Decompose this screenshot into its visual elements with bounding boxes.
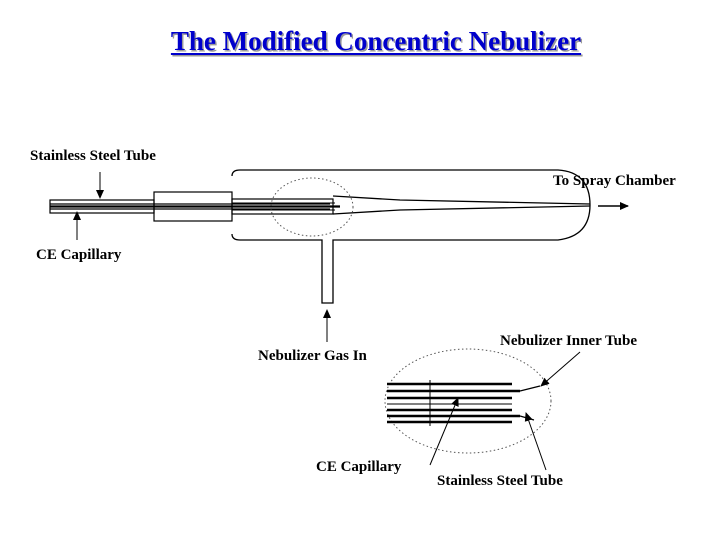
label-nebulizer-gas-in: Nebulizer Gas In xyxy=(258,348,367,364)
label-to-spray-chamber: To Spray Chamber xyxy=(553,173,676,189)
detail-ellipse-top xyxy=(270,177,354,237)
ce-capillary-pointer-bottom xyxy=(429,397,459,466)
inner-tube-pointer xyxy=(540,351,581,387)
diagram-title: The Modified Concentric Nebulizer xyxy=(170,26,582,56)
label-ce-capillary-left: CE Capillary xyxy=(36,247,122,263)
ce-capillary-line xyxy=(50,202,340,211)
label-stainless-steel-tube-bottom: Stainless Steel Tube xyxy=(437,473,563,489)
magnified-tube-detail xyxy=(387,380,541,426)
label-nebulizer-inner-tube: Nebulizer Inner Tube xyxy=(500,333,637,349)
nebulizer-glass-body xyxy=(231,169,591,304)
detail-ellipse-bottom xyxy=(384,348,552,454)
label-ce-capillary-bottom: CE Capillary xyxy=(316,459,402,475)
stainless-steel-pointer-bottom xyxy=(524,412,547,471)
label-stainless-steel-tube-top: Stainless Steel Tube xyxy=(30,148,156,164)
